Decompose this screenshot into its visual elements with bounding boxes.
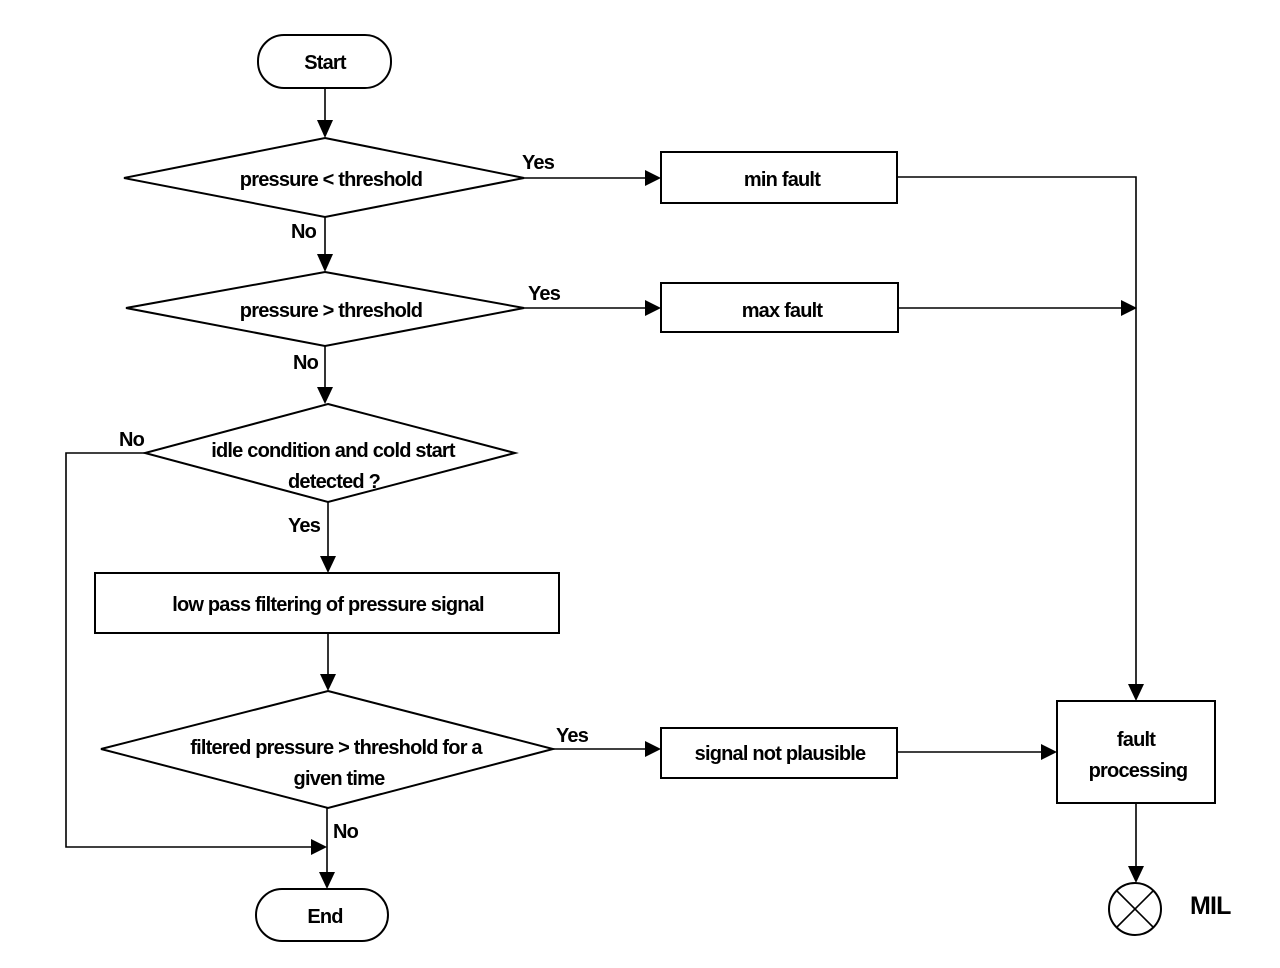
signal-not-plausible-label: signal not plausible bbox=[695, 743, 866, 765]
end-label: End bbox=[307, 906, 342, 928]
decision-idle-cold-start-label-line1: idle condition and cold start bbox=[211, 440, 456, 462]
edge-label-idle-no: No bbox=[119, 429, 145, 451]
fault-processing-label-line1: fault bbox=[1117, 729, 1156, 751]
end-terminator bbox=[255, 888, 389, 942]
edge-label-min-no: No bbox=[291, 221, 317, 243]
arrowhead bbox=[319, 872, 335, 889]
max-fault-box bbox=[660, 282, 899, 333]
mil-label: MIL bbox=[1190, 892, 1231, 920]
arrowhead bbox=[320, 674, 336, 691]
arrowhead bbox=[1128, 866, 1144, 883]
decision-filtered-pressure-label-line1: filtered pressure > threshold for a bbox=[190, 737, 483, 759]
edge-min-fault-to-processing bbox=[897, 176, 1137, 686]
low-pass-filtering-box bbox=[94, 572, 560, 634]
edge-label-min-yes: Yes bbox=[522, 152, 555, 174]
edge-label-idle-yes: Yes bbox=[288, 515, 321, 537]
fault-processing-label-line2: processing bbox=[1089, 760, 1188, 782]
signal-not-plausible-box bbox=[660, 727, 898, 779]
arrowhead bbox=[1128, 684, 1144, 701]
edge-idle-no bbox=[65, 452, 312, 848]
arrowhead bbox=[317, 254, 333, 272]
decision-filtered-pressure bbox=[100, 689, 557, 810]
decision-idle-cold-start bbox=[141, 402, 519, 504]
edge-label-max-yes: Yes bbox=[528, 283, 561, 305]
max-fault-label: max fault bbox=[742, 300, 824, 322]
edge-label-max-no: No bbox=[293, 352, 319, 374]
arrowhead bbox=[311, 839, 327, 855]
arrowhead bbox=[317, 120, 333, 138]
mil-lamp-icon bbox=[1108, 882, 1162, 936]
connectors bbox=[65, 88, 1144, 889]
edge-label-filtered-no: No bbox=[333, 821, 359, 843]
decision-pressure-above-threshold bbox=[125, 270, 525, 348]
decision-pressure-below-threshold bbox=[123, 136, 525, 219]
arrowhead bbox=[645, 170, 661, 186]
arrowhead bbox=[320, 556, 336, 573]
arrowhead bbox=[1041, 744, 1057, 760]
arrowhead bbox=[317, 387, 333, 404]
decision-filtered-pressure-label-line2: given time bbox=[294, 768, 386, 790]
start-terminator bbox=[257, 34, 392, 89]
start-label: Start bbox=[304, 52, 347, 74]
decision-idle-cold-start-label-line2: detected ? bbox=[288, 471, 381, 493]
min-fault-box bbox=[660, 151, 898, 204]
arrowhead bbox=[1121, 300, 1137, 316]
edge-label-filtered-yes: Yes bbox=[556, 725, 589, 747]
arrowhead bbox=[645, 300, 661, 316]
low-pass-filtering-label: low pass filtering of pressure signal bbox=[172, 594, 484, 616]
fault-processing-box bbox=[1056, 700, 1216, 804]
min-fault-label: min fault bbox=[744, 169, 821, 191]
arrowhead bbox=[645, 741, 661, 757]
decision-pressure-below-threshold-label: pressure < threshold bbox=[240, 169, 422, 191]
decision-pressure-above-threshold-label: pressure > threshold bbox=[240, 300, 422, 322]
